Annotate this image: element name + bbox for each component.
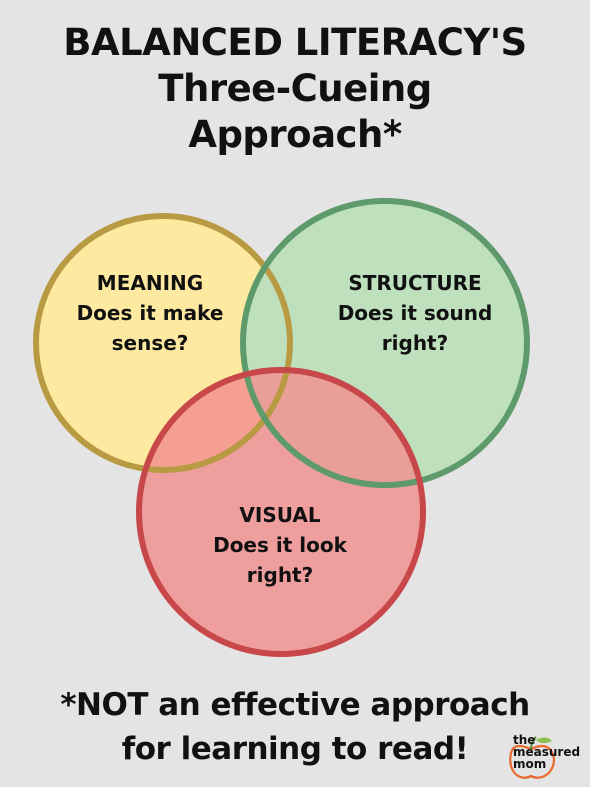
venn-diagram [33,198,530,657]
page-title: BALANCED LITERACY'S Three-Cueing Approac… [0,20,590,158]
structure-outline [240,198,530,488]
meaning-heading: MEANING [96,271,204,295]
meaning-label: MEANING Does it make sense? [55,268,245,358]
structure-question-line-1: Does it sound [337,301,493,325]
footer-line-2: for learning to read! [121,731,469,767]
footer-note: *NOT an effective approach for learning … [0,683,590,771]
title-line-1: BALANCED LITERACY'S [63,21,527,64]
apple-icon [509,736,555,779]
logo-text: the measured mom [513,734,580,770]
visual-question-line-2: right? [246,563,314,587]
visual-outline [136,367,426,657]
logo-line-3: mom [513,757,547,771]
logo-line-2: measured [513,745,581,759]
title-line-3: Approach* [188,113,402,156]
title-line-2: Three-Cueing [158,67,432,110]
meaning-outline [33,213,293,473]
visual-question-line-1: Does it look [213,533,347,557]
structure-question-line-2: right? [381,331,449,355]
visual-circle [139,370,423,654]
brand-logo: the measured mom [500,728,580,780]
footer-line-1: *NOT an effective approach [60,687,530,723]
meaning-question-line-1: Does it make [76,301,224,325]
structure-label: STRUCTURE Does it sound right? [320,268,510,358]
logo-line-1: the [513,733,536,747]
meaning-question-line-2: sense? [111,331,189,355]
visual-heading: VISUAL [239,503,321,527]
structure-heading: STRUCTURE [348,271,482,295]
visual-label: VISUAL Does it look right? [185,500,375,590]
